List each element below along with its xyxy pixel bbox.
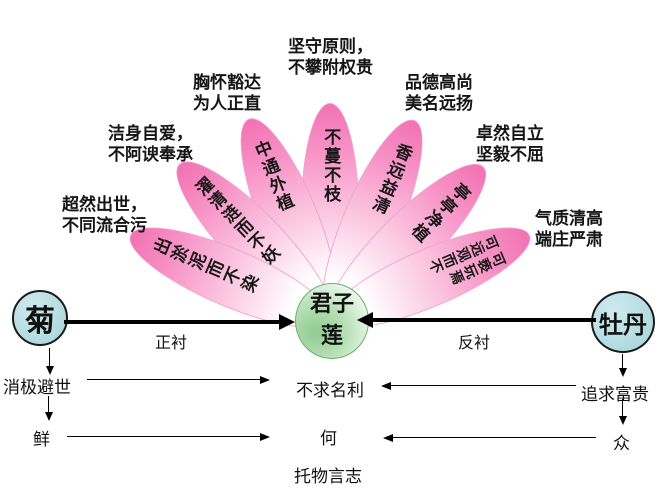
connector-arrow — [381, 382, 576, 390]
peony-trait-label: 追求富贵 — [581, 385, 649, 405]
petal-virtue-text: 不蔓不枝 — [320, 128, 341, 204]
direct-foil-label: 正衬 — [155, 333, 188, 352]
virtue-annotation: 卓然自立 坚毅不屈 — [476, 124, 544, 166]
lotus-subtitle: 莲 — [320, 324, 343, 349]
reverse-foil-arrow — [357, 312, 596, 328]
virtue-annotation: 坚守原则， 不攀附权贵 — [288, 37, 373, 79]
lotus-title: 君子 — [309, 292, 354, 318]
down-arrow — [618, 399, 627, 425]
connector-arrow — [87, 376, 270, 384]
theme-caption: 托物言志 — [294, 467, 362, 487]
chrysanthemum-node: 菊 — [12, 290, 68, 346]
peony-rarity-label: 众 — [613, 434, 630, 454]
virtue-annotation: 胸怀豁达 为人正直 — [193, 73, 261, 115]
virtue-annotation: 超然出世， 不同流合污 — [62, 195, 147, 237]
chrysanthemum-rarity-label: 鲜 — [33, 430, 50, 450]
chrysanthemum-trait-label: 消极避世 — [3, 378, 71, 398]
down-arrow — [44, 396, 53, 421]
connector-arrow — [67, 433, 270, 441]
virtue-annotation: 气质清高 端庄严肃 — [535, 209, 603, 251]
lotus-trait-label: 不求名利 — [296, 381, 364, 401]
peony-label: 牡丹 — [599, 310, 647, 339]
peony-node: 牡丹 — [591, 291, 655, 353]
chrysanthemum-label: 菊 — [25, 304, 55, 339]
down-arrow — [45, 348, 54, 375]
virtue-annotation: 洁身自爱， 不阿谀奉承 — [108, 124, 193, 166]
reverse-foil-label: 反衬 — [458, 333, 491, 352]
connector-arrow — [383, 434, 596, 442]
down-arrow — [618, 354, 627, 377]
virtue-annotation: 品德高尚 美名远扬 — [405, 73, 473, 115]
lotus-center-node: 君子 莲 — [295, 283, 369, 359]
lotus-rarity-label: 何 — [320, 429, 337, 449]
direct-foil-arrow — [64, 314, 295, 330]
